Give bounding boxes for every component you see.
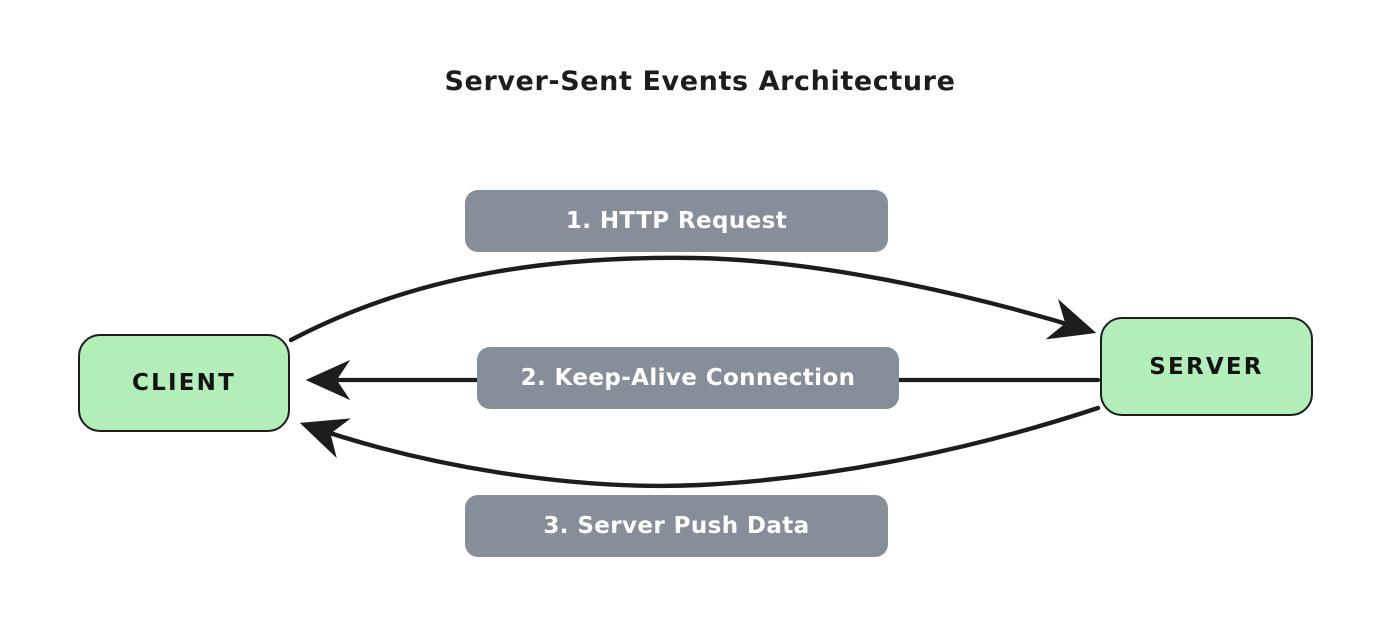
edge-label-server-push-data[interactable]: 3. Server Push Data	[465, 495, 888, 557]
edge-label-http-request-text: 1. HTTP Request	[565, 208, 788, 234]
node-server[interactable]: SERVER	[1100, 317, 1313, 416]
edge-label-http-request[interactable]: 1. HTTP Request	[465, 190, 888, 252]
node-client-label: CLIENT	[132, 370, 236, 396]
node-client[interactable]: CLIENT	[78, 334, 290, 432]
connector-server-push	[299, 405, 1101, 489]
edge-label-keep-alive-connection[interactable]: 2. Keep-Alive Connection	[477, 347, 899, 409]
diagram-title: Server-Sent Events Architecture	[444, 66, 956, 97]
node-server-label: SERVER	[1149, 353, 1264, 380]
edge-label-server-push-data-text: 3. Server Push Data	[543, 513, 810, 539]
connector-http-request	[288, 255, 1097, 343]
edge-label-keep-alive-connection-text: 2. Keep-Alive Connection	[520, 365, 856, 391]
